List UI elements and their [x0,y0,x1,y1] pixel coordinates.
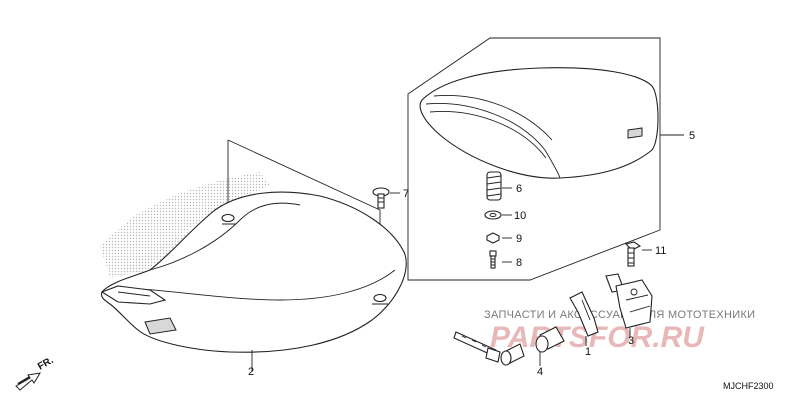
direction-label: FR. [36,355,56,373]
watermark-caption: ЗАПЧАСТИ И АКСЕССУАРЫ ДЛЯ МОТОТЕХНИКИ [484,309,755,321]
callout-8: 8 [516,257,522,269]
callout-3: 3 [628,335,634,347]
callout-1: 1 [585,346,591,358]
callout-7: 7 [403,188,409,200]
screw-part-7 [372,187,400,209]
spring-part-6 [486,171,512,201]
callout-2: 2 [248,366,254,378]
nut-part-9 [486,232,512,244]
diagram-code: MJCHF2300 [723,381,774,391]
rider-seat [100,139,407,372]
callout-10: 10 [514,210,526,222]
pillion-seat [407,37,684,281]
callout-9: 9 [516,233,522,245]
callout-4: 4 [537,366,543,378]
callout-5: 5 [689,130,695,142]
callout-6: 6 [516,183,522,195]
clip-part-1 [569,291,599,346]
watermark-site: PARTSFOR.RU [490,321,705,354]
lock-cylinder-and-key-part-4 [453,326,565,366]
callout-11: 11 [655,245,666,257]
washer-part-10 [484,210,512,220]
bolt-part-11 [624,241,652,267]
bolt-part-8 [489,250,512,269]
front-direction-arrow: FR. [15,355,56,391]
latch-bracket-part-3 [605,273,653,338]
